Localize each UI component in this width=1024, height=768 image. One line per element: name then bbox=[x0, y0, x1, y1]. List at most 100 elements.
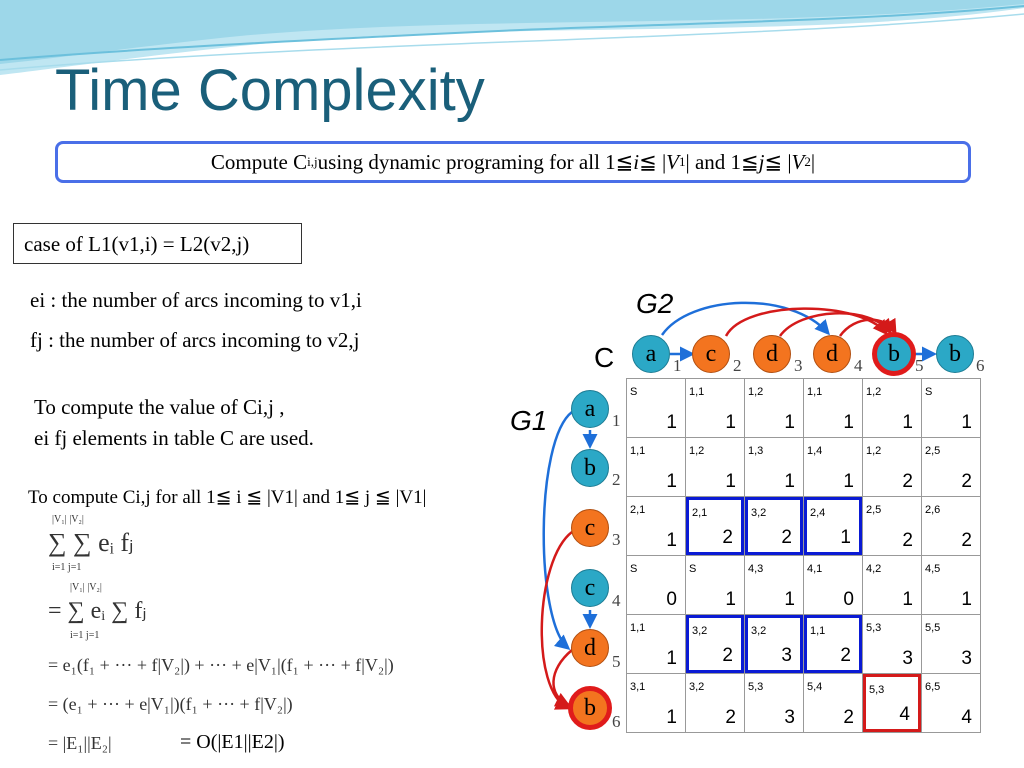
cell-value: 2 bbox=[840, 645, 851, 666]
g2-node-5-highlighted: b bbox=[872, 332, 916, 376]
cell-value: 1 bbox=[902, 412, 913, 433]
cell-value: 1 bbox=[961, 589, 972, 610]
eq5-result: = |E₁||E₂| bbox=[48, 733, 112, 753]
cell-backpointer: 1,1 bbox=[810, 625, 826, 637]
cell-value: 1 bbox=[666, 471, 677, 492]
banner-sub1: 1 bbox=[679, 154, 686, 169]
g2-node-6-label: b bbox=[949, 340, 961, 367]
compute-note-line1: To compute the value of Ci,j , bbox=[34, 395, 285, 419]
compute-note-line2: ei fj elements in table C are used. bbox=[34, 426, 314, 450]
cell-backpointer: 3,2 bbox=[751, 625, 767, 637]
cell-backpointer: 6,5 bbox=[925, 681, 941, 693]
cell-backpointer: 1,1 bbox=[807, 386, 823, 398]
cell-value: 2 bbox=[725, 707, 736, 728]
cell-value: 2 bbox=[961, 471, 972, 492]
banner-V1: V bbox=[666, 149, 679, 174]
g1-node-5: d bbox=[571, 629, 609, 667]
cell-backpointer: 4,2 bbox=[866, 563, 882, 575]
cell-value: 2 bbox=[902, 530, 913, 551]
g2-node-5-label: b bbox=[888, 340, 900, 367]
cell-value: 4 bbox=[899, 704, 910, 725]
cell-backpointer: 2,6 bbox=[925, 504, 941, 516]
g1-index-2: 2 bbox=[612, 470, 621, 489]
g2-index-4: 4 bbox=[854, 356, 863, 375]
g2-label: G2 bbox=[636, 288, 674, 319]
cell-backpointer: 3,2 bbox=[692, 625, 708, 637]
cell-value: 3 bbox=[902, 648, 913, 669]
cell-backpointer: 3,1 bbox=[630, 681, 646, 693]
cell-backpointer: 1,1 bbox=[630, 445, 646, 457]
g1-node-6-label: b bbox=[584, 694, 596, 721]
cell-backpointer: 1,4 bbox=[807, 445, 823, 457]
banner-pre: Compute C bbox=[210, 149, 308, 174]
g2-arc-a-d4 bbox=[660, 301, 830, 336]
g1-node-1: a bbox=[571, 390, 609, 428]
g1-arc-d-b6 bbox=[552, 649, 573, 707]
cell-backpointer: 3,2 bbox=[751, 507, 767, 519]
cell-value: 3 bbox=[961, 648, 972, 669]
g2-node-4-label: d bbox=[826, 340, 838, 367]
g2-node-2-label: c bbox=[705, 340, 717, 367]
cell-backpointer: 1,3 bbox=[748, 445, 764, 457]
cell-backpointer: 1,2 bbox=[866, 445, 882, 457]
banner-i: i bbox=[633, 149, 640, 174]
eq3-expansion: = e₁(f₁ + ··· + f|V₂|) + ··· + e|V₁|(f₁ … bbox=[48, 655, 394, 675]
g1-arc-a-d bbox=[542, 411, 573, 650]
g1-node-3-label: c bbox=[584, 514, 596, 541]
cell-value: 2 bbox=[781, 527, 792, 548]
cell-value: 1 bbox=[843, 412, 854, 433]
cell-value: 1 bbox=[961, 412, 972, 433]
g2-arc-d3-b bbox=[778, 312, 892, 337]
g2-node-1: a bbox=[632, 335, 670, 373]
g2-node-3-label: d bbox=[766, 340, 778, 367]
cell-backpointer: S bbox=[925, 386, 933, 398]
cell-backpointer: 4,3 bbox=[748, 563, 764, 575]
cell-backpointer: 2,1 bbox=[630, 504, 646, 516]
cell-value: 1 bbox=[784, 471, 795, 492]
cell-backpointer: 1,2 bbox=[689, 445, 705, 457]
banner-le2: ≦ | bbox=[764, 149, 792, 174]
cell-value: 1 bbox=[840, 527, 851, 548]
eq4-factor: = (e₁ + ··· + e|V₁|)(f₁ + ··· + f|V₂|) bbox=[48, 694, 293, 714]
page-title: Time Complexity bbox=[55, 58, 485, 123]
eq1-lower-limits: i=1 j=1 bbox=[52, 562, 82, 573]
g2-index-3: 3 bbox=[794, 356, 803, 375]
g2-node-2: c bbox=[692, 335, 730, 373]
cell-value: 1 bbox=[725, 589, 736, 610]
